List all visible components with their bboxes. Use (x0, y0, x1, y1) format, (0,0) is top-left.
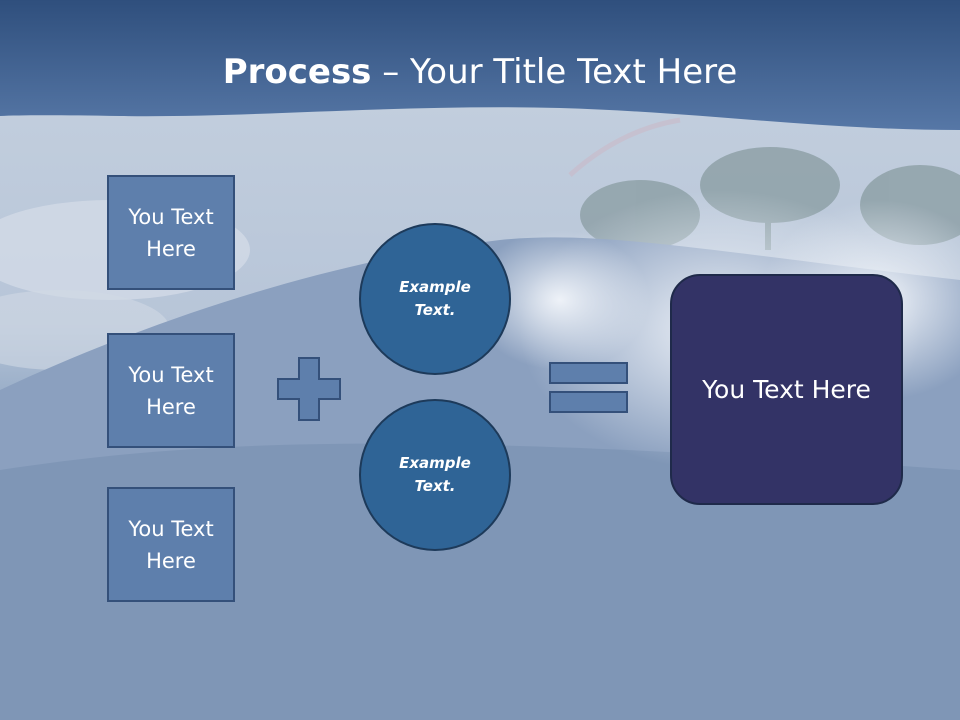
slide-title: Process – Your Title Text Here (0, 52, 960, 92)
result-text: You Text Here (702, 375, 871, 404)
plus-icon (277, 357, 341, 421)
circle-line-2: Text. (414, 477, 456, 495)
box-line-2: Here (146, 236, 196, 261)
title-bold: Process (222, 52, 372, 92)
circle-line-1: Example (399, 454, 471, 472)
box-line-1: You Text (128, 362, 214, 387)
box-line-2: Here (146, 394, 196, 419)
circle-line-1: Example (399, 278, 471, 296)
equals-icon-bottom-bar (549, 391, 628, 413)
box-line-1: You Text (128, 516, 214, 541)
box-line-1: You Text (128, 204, 214, 229)
title-rest: – Your Title Text Here (371, 52, 738, 92)
box-line-2: Here (146, 548, 196, 573)
circle-line-2: Text. (414, 301, 456, 319)
result-box: You Text Here (670, 274, 903, 505)
equals-icon-top-bar (549, 362, 628, 384)
